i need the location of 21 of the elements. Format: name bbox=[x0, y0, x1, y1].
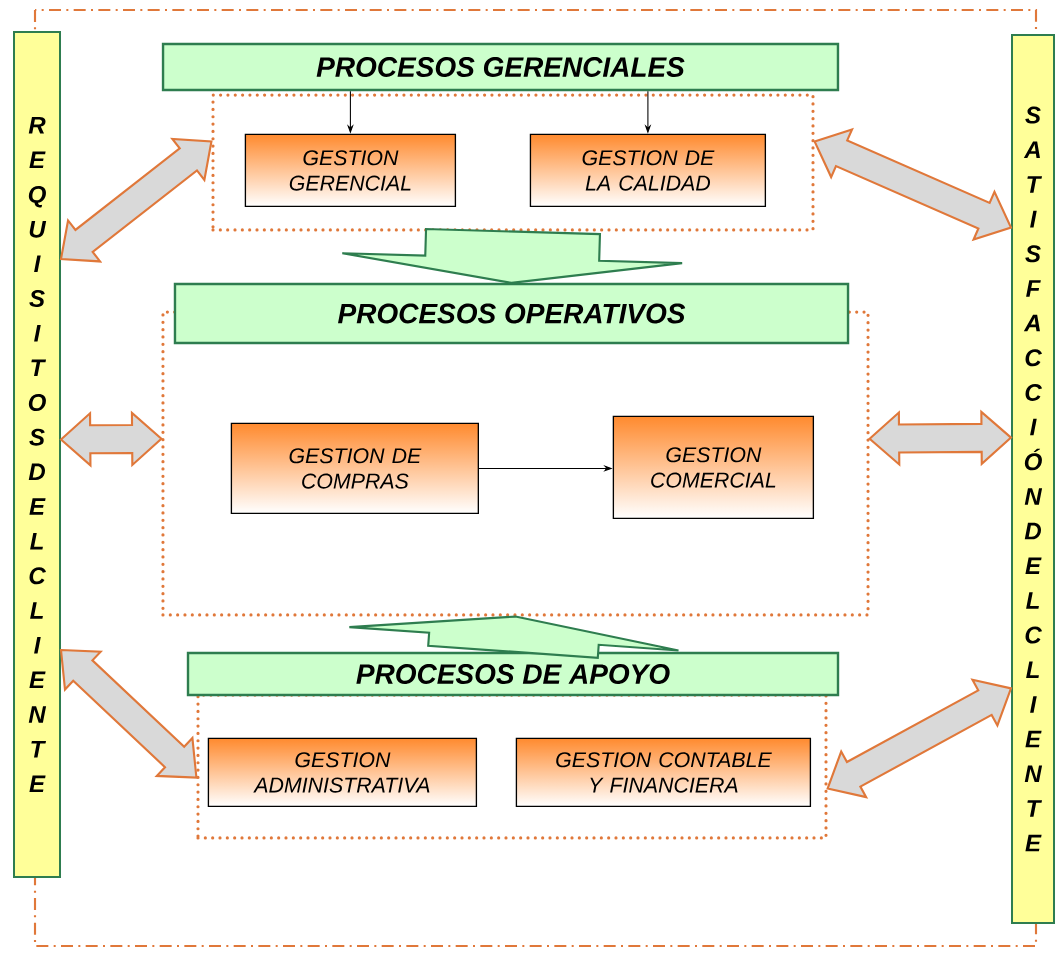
block-arrow bbox=[348, 615, 680, 659]
double-arrow bbox=[826, 678, 1013, 799]
process-header: PROCESOS DE APOYO bbox=[186, 651, 840, 697]
double-arrow bbox=[59, 410, 163, 468]
dotted-frame bbox=[211, 93, 815, 232]
double-arrow bbox=[868, 409, 1013, 467]
vertical-banner: REQUISITOS DEL CLIENTE bbox=[13, 30, 61, 879]
vertical-banner: SATISFACCIÓN DEL CLIENTE bbox=[1011, 34, 1055, 924]
process-header: PROCESOS OPERATIVOS bbox=[173, 282, 850, 345]
double-arrow bbox=[59, 137, 213, 263]
process-box: GESTION ADMINISTRATIVA bbox=[207, 737, 478, 808]
dotted-frame bbox=[196, 693, 828, 840]
process-box: GESTION GERENCIAL bbox=[244, 133, 457, 208]
double-arrow bbox=[813, 127, 1013, 242]
process-box: GESTION DE COMPRAS bbox=[230, 422, 479, 515]
process-box: GESTION COMERCIAL bbox=[612, 415, 815, 520]
double-arrow bbox=[59, 648, 198, 779]
block-arrow bbox=[341, 227, 684, 284]
process-box: GESTION DE LA CALIDAD bbox=[529, 133, 767, 208]
process-header: PROCESOS GERENCIALES bbox=[161, 42, 840, 92]
process-box: GESTION CONTABLE Y FINANCIERA bbox=[515, 737, 812, 808]
